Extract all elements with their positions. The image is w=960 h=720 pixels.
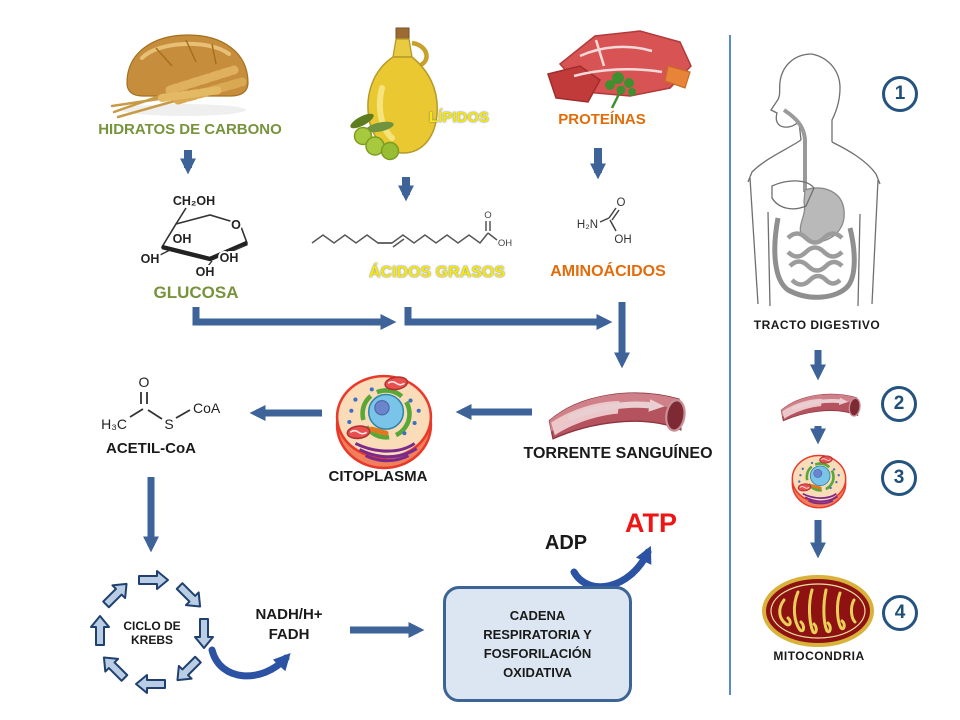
mitochondria-label: MITOCONDRIA — [773, 649, 865, 663]
cell-small-illustration — [790, 453, 848, 510]
bread-illustration — [110, 34, 249, 119]
blood-vessel-illustration — [549, 393, 686, 439]
chain-box-line4: OXIDATIVA — [503, 665, 572, 680]
glucose-oh-label: OH — [141, 252, 160, 266]
bloodstream-label: TORRENTE SANGUÍNEO — [523, 445, 713, 462]
step-3-badge: 3 — [881, 460, 917, 496]
acetyl-o-label: O — [139, 374, 150, 390]
glucose-oh-label: OH — [196, 265, 215, 279]
lipids-label: LÍPIDOS — [428, 109, 490, 126]
flow-arrows-mid — [143, 404, 532, 638]
step-1-badge: 1 — [882, 76, 918, 112]
glucose-label: GLUCOSA — [153, 283, 239, 302]
nadh-label: NADH/H+ — [255, 606, 323, 623]
meat-illustration — [547, 30, 692, 109]
acetyl-h3c-label: H₃C — [101, 416, 127, 432]
carbohydrates-label: HIDRATOS DE CARBONO — [98, 121, 282, 138]
step-4-badge: 4 — [882, 595, 918, 631]
carriers-label: NADH/H+ FADH — [255, 605, 322, 646]
fatty-acids-label: ÁCIDOS GRASOS — [368, 264, 506, 281]
krebs-line2: KREBS — [130, 632, 173, 647]
chain-box-line3: FOSFORILACIÓN — [483, 646, 592, 661]
glucose-ring-o-label: O — [231, 218, 241, 232]
swoosh-arrows — [208, 545, 652, 680]
atp-label: ATP — [625, 508, 677, 538]
step-4-number: 4 — [894, 602, 906, 623]
krebs-cycle-label: CICLO DE KREBS — [123, 619, 181, 648]
glucose-structure: CH₂OH O OH OH OH OH — [139, 192, 249, 281]
adp-label: ADP — [544, 532, 588, 554]
olive-oil-illustration — [350, 27, 438, 161]
step-3-number: 3 — [893, 467, 905, 488]
acetyl-coa-label: CoA — [193, 400, 221, 416]
chain-box-line2: RESPIRATORIA Y — [483, 627, 592, 642]
proteins-label: PROTEÍNAS — [558, 111, 646, 128]
cell-illustration — [337, 376, 431, 468]
fadh-label: FADH — [268, 626, 310, 644]
fatty-acid-o-label: O — [484, 210, 491, 221]
fatty-acid-oh-label: OH — [498, 238, 512, 249]
panel-divider — [729, 35, 731, 695]
chain-box-line1: CADENA — [509, 608, 566, 623]
krebs-line1: CICLO DE — [123, 619, 181, 633]
step-1-number: 1 — [894, 83, 906, 104]
glucose-oh-label: OH — [173, 232, 192, 246]
digestive-tract-illustration — [747, 53, 881, 307]
step-2-badge: 2 — [881, 386, 917, 422]
flow-arrows-top — [180, 148, 606, 202]
respiratory-chain-box: CADENA RESPIRATORIA Y FOSFORILACIÓN OXID… — [443, 586, 632, 702]
cytoplasm-label: CITOPLASMA — [328, 468, 428, 485]
fatty-acid-structure: O OH — [311, 210, 512, 249]
convergence-arrows — [192, 302, 630, 369]
amino-o-label: O — [617, 197, 626, 209]
mitochondria-illustration — [762, 575, 874, 647]
glucose-ch2oh-label: CH₂OH — [173, 194, 215, 208]
acetyl-s-label: S — [164, 416, 173, 432]
amino-oh-label: OH — [614, 234, 631, 246]
amino-acids-label: AMINOÁCIDOS — [550, 263, 666, 280]
amino-h2n-label: H₂N — [577, 219, 598, 231]
acetyl-coa-title-label: ACETIL-CoA — [106, 440, 196, 457]
amino-acid-structure: H₂N O OH — [577, 197, 632, 246]
acetyl-coa-structure: O H₃C S CoA — [101, 374, 221, 432]
step-2-number: 2 — [893, 393, 905, 414]
blood-vessel-small-illustration — [779, 392, 864, 423]
glucose-oh-label: OH — [220, 251, 239, 265]
digestive-tract-label: TRACTO DIGESTIVO — [753, 318, 881, 332]
